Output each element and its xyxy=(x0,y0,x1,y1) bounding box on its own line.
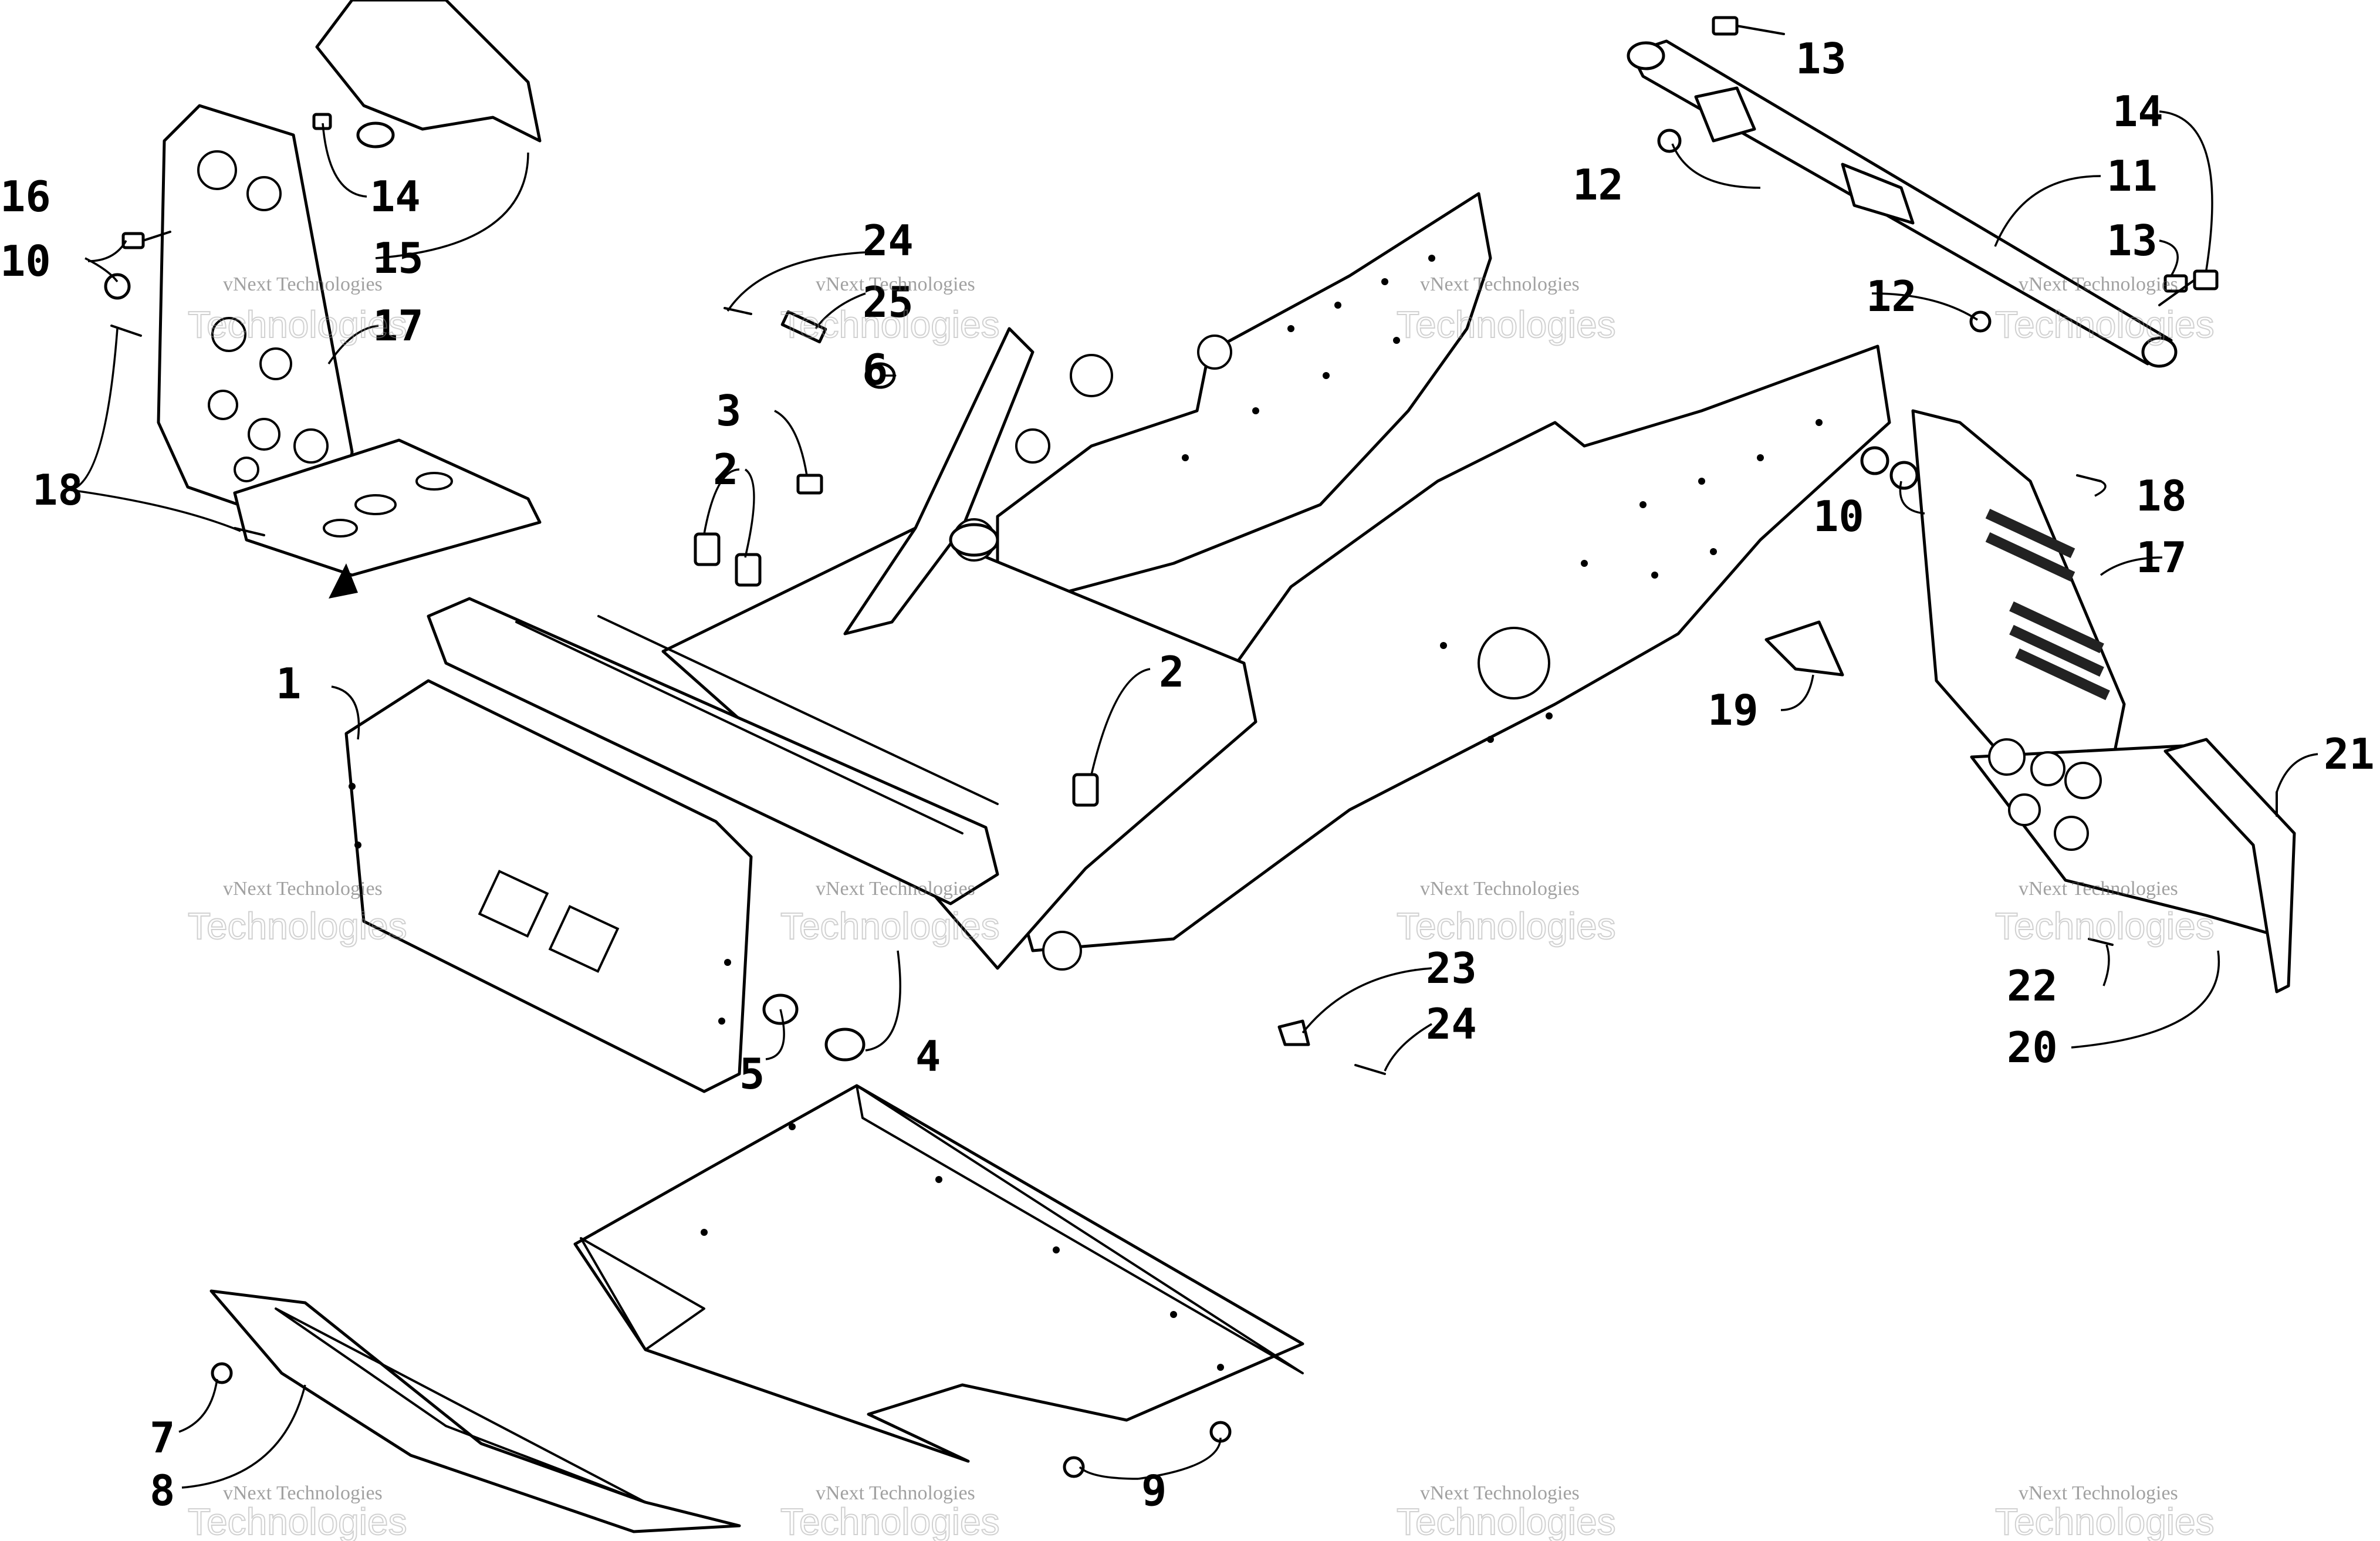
watermark-text: vNext Technologies xyxy=(816,878,975,900)
callout-11: 11 xyxy=(2107,151,2158,201)
callout-2b: 2 xyxy=(1159,647,1184,697)
left-pin-18 xyxy=(110,325,265,536)
callout-13-top: 13 xyxy=(1796,34,1847,83)
left-nut-10 xyxy=(104,273,131,300)
right-footrest-assembly xyxy=(1764,409,2296,993)
callout-15: 15 xyxy=(373,234,424,283)
callout-10-left: 10 xyxy=(0,236,51,286)
watermark-text: vNext Technologies xyxy=(816,273,975,295)
right-footrest-grille xyxy=(1985,509,2110,701)
callout-12-top: 12 xyxy=(1573,160,1624,209)
watermark-text: Technologies xyxy=(1397,303,1616,346)
left-footrest-assembly xyxy=(104,0,542,599)
steering-tube-assembly xyxy=(1627,16,2219,368)
watermark-text: Technologies xyxy=(1995,905,2215,947)
screw-9-left xyxy=(1063,1456,1085,1478)
callout-21: 21 xyxy=(2324,729,2375,779)
watermark-text: Technologies xyxy=(1995,1501,2215,1541)
watermark-text: Technologies xyxy=(1397,905,1616,947)
watermark-text: Technologies xyxy=(188,905,407,947)
watermark-text: Technologies xyxy=(188,1501,407,1541)
callout-14-right: 14 xyxy=(2112,87,2163,136)
hardware-small-parts xyxy=(211,307,1386,1478)
callout-19: 19 xyxy=(1708,685,1759,735)
callout-18-left: 18 xyxy=(32,465,83,515)
callout-22: 22 xyxy=(2007,961,2058,1011)
bolt-14-right xyxy=(2158,269,2219,306)
left-bolt-16 xyxy=(121,231,171,249)
watermark-text: vNext Technologies xyxy=(2019,878,2178,900)
callout-8: 8 xyxy=(150,1466,175,1515)
callout-17-left: 17 xyxy=(373,301,424,350)
watermark-text: Technologies xyxy=(188,303,407,346)
nut-12-mid xyxy=(1969,310,1992,333)
belly-pan xyxy=(573,1084,1304,1463)
chassis-frame xyxy=(344,192,1891,1093)
watermark-text: vNext Technologies xyxy=(223,878,383,900)
callout-16: 16 xyxy=(0,172,51,221)
watermark-text: Technologies xyxy=(780,303,1000,346)
callout-labels: 1 2 2 3 4 5 6 7 8 9 10 10 11 12 12 13 13… xyxy=(0,34,2375,1515)
callout-14-left: 14 xyxy=(370,172,421,221)
frame-bolt-holes xyxy=(349,255,1823,1025)
bolt-13-mid xyxy=(2163,274,2188,293)
watermark-text: vNext Technologies xyxy=(223,1482,383,1504)
callout-20: 20 xyxy=(2007,1023,2058,1072)
left-bolt-14 xyxy=(312,113,332,130)
callout-2a: 2 xyxy=(713,445,738,494)
watermark-text: vNext Technologies xyxy=(1420,1482,1580,1504)
callout-7: 7 xyxy=(150,1413,175,1462)
callout-12-mid: 12 xyxy=(1866,272,1917,321)
watermark-text: vNext Technologies xyxy=(2019,273,2178,295)
watermark-text: Technologies xyxy=(1995,303,2215,346)
watermark-text: Technologies xyxy=(1397,1501,1616,1541)
watermark-text: vNext Technologies xyxy=(1420,273,1580,295)
callout-3: 3 xyxy=(716,386,741,435)
watermarks: vNext Technologies Technologies vNext Te… xyxy=(187,273,2215,1541)
callout-23: 23 xyxy=(1426,944,1477,993)
nut-12-top xyxy=(1657,129,1682,153)
leader-lines xyxy=(70,110,2318,1489)
watermark-text: vNext Technologies xyxy=(2019,1482,2178,1504)
callout-18-right: 18 xyxy=(2136,471,2187,521)
screw-7 xyxy=(211,1362,233,1384)
watermark-text: Technologies xyxy=(780,905,1000,947)
callout-13-right: 13 xyxy=(2107,216,2158,265)
bolt-13-top xyxy=(1712,16,1785,36)
callout-25: 25 xyxy=(863,278,914,327)
callout-17-right: 17 xyxy=(2136,533,2187,582)
watermark-text: Technologies xyxy=(780,1501,1000,1541)
watermark-text: vNext Technologies xyxy=(1420,878,1580,900)
callout-4: 4 xyxy=(915,1032,941,1081)
callout-6: 6 xyxy=(863,345,888,394)
callout-24-top: 24 xyxy=(863,216,914,265)
callout-1: 1 xyxy=(276,659,301,708)
callout-5: 5 xyxy=(739,1049,765,1099)
callout-9: 9 xyxy=(1141,1466,1167,1515)
callout-10-right: 10 xyxy=(1813,492,1864,541)
watermark-text: vNext Technologies xyxy=(223,273,383,295)
front-skid-plate xyxy=(209,1289,741,1533)
callout-24-bottom: 24 xyxy=(1426,999,1477,1049)
watermark-text: vNext Technologies xyxy=(816,1482,975,1504)
